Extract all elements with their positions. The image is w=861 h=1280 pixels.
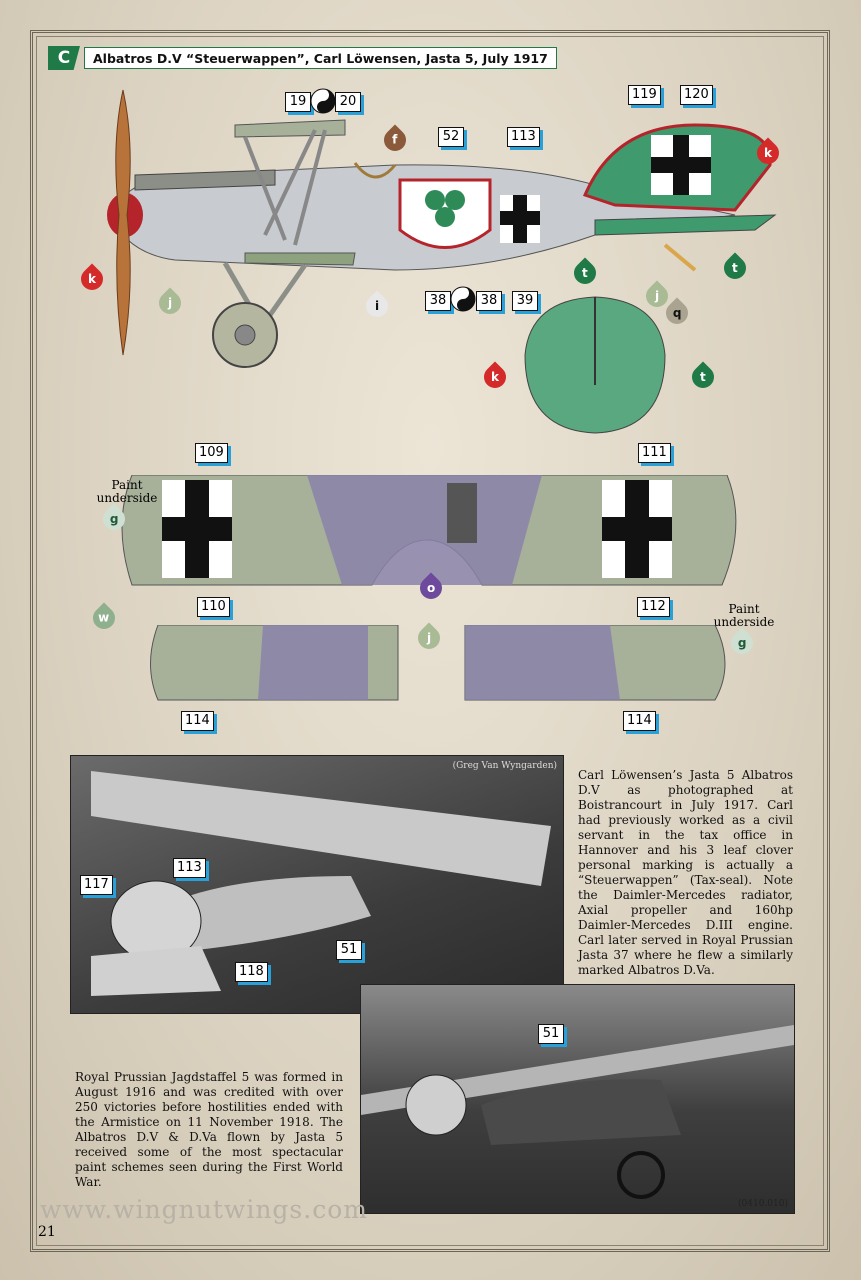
- callout-119: 119: [628, 85, 661, 105]
- callout-114-left: 114: [181, 711, 214, 731]
- callout-120: 120: [680, 85, 713, 105]
- lower-wing-left: [150, 625, 399, 701]
- callout-38-left: 38: [425, 291, 451, 311]
- page-border-inner: [36, 36, 824, 1246]
- page-border: [30, 30, 830, 1252]
- callout-112: 112: [637, 597, 670, 617]
- yin-yang-icon: [310, 88, 336, 114]
- callout-113: 113: [507, 127, 540, 147]
- profile-header: C Albatros D.V “Steuerwappen”, Carl Löwe…: [48, 46, 557, 70]
- reference-photo-top: (Greg Van Wyngarden): [70, 755, 564, 1014]
- photo-credit: (Greg Van Wyngarden): [452, 761, 557, 771]
- aircraft-side-profile: [107, 89, 777, 368]
- lower-wing-right: [464, 625, 726, 701]
- callout-110: 110: [197, 597, 230, 617]
- tailplane-top-view: [524, 296, 666, 434]
- callout-111: 111: [638, 443, 671, 463]
- callout-117: 117: [80, 875, 113, 895]
- callout-52: 52: [438, 127, 464, 147]
- callout-39: 39: [512, 291, 538, 311]
- upper-wing-top-view: [121, 475, 737, 586]
- profile-title: Albatros D.V “Steuerwappen”, Carl Löwens…: [84, 47, 557, 69]
- page-number: 21: [38, 1224, 56, 1240]
- jasta-history-text: Royal Prussian Jagdstaffel 5 was formed …: [75, 1070, 343, 1189]
- callout-114-right: 114: [623, 711, 656, 731]
- callout-19: 19: [285, 92, 311, 112]
- photo-credit: (0410.010): [738, 1199, 788, 1209]
- paint-underside-note-left: Paint underside: [96, 478, 158, 505]
- photo-caption: Carl Löwensen’s Jasta 5 Albatros D.V as …: [578, 768, 793, 977]
- profile-letter: C: [48, 46, 80, 70]
- callout-20: 20: [335, 92, 361, 112]
- reference-photo-bottom: (0410.010): [360, 984, 795, 1214]
- callout-51: 51: [538, 1024, 564, 1044]
- callout-38-right: 38: [476, 291, 502, 311]
- callout-109: 109: [195, 443, 228, 463]
- yin-yang-icon: [450, 286, 476, 312]
- paint-underside-note-right: Paint underside: [713, 602, 775, 629]
- callout-118: 118: [235, 962, 268, 982]
- callout-51: 51: [336, 940, 362, 960]
- callout-113-photo: 113: [173, 858, 206, 878]
- footer-url: www.wingnutwings.com: [40, 1195, 368, 1224]
